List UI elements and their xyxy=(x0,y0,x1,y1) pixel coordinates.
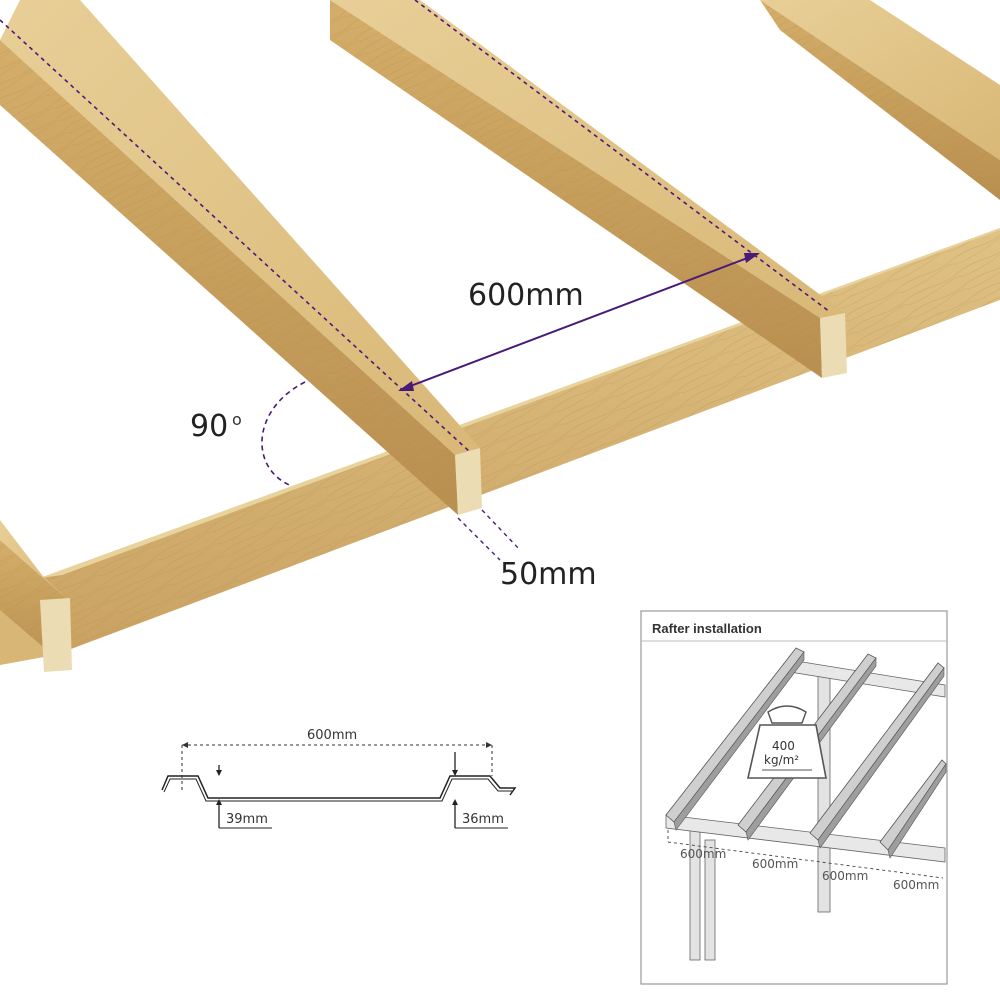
arrowhead-up-icon xyxy=(216,799,222,805)
inset-rafter-side xyxy=(817,667,945,849)
left-depth-label: 39mm xyxy=(226,812,268,827)
rafter-end-grain xyxy=(455,448,482,515)
profile-outline xyxy=(161,775,517,799)
width-label: 50mm xyxy=(500,557,597,592)
angle-arc xyxy=(261,381,306,487)
rafter-3 xyxy=(760,0,1000,200)
rafter-1 xyxy=(0,0,482,515)
weight-icon: 400 kg/m² xyxy=(746,705,827,779)
front-beam xyxy=(665,814,946,863)
spacing-dimension: 600mm xyxy=(398,253,760,391)
inset-spacing-label: 600mm xyxy=(752,857,798,871)
profile-span-label: 600mm xyxy=(307,728,357,743)
rafter-2 xyxy=(330,0,847,378)
spacing-label: 600mm xyxy=(468,278,584,313)
inset-spacing-label: 600mm xyxy=(680,847,726,861)
angle-label: 90 xyxy=(190,409,228,444)
rafter-1-centerline xyxy=(0,19,471,453)
angle-degree-symbol: o xyxy=(232,410,242,429)
load-value: 400 xyxy=(772,739,795,753)
rafter-installation-inset: Rafter installation 400 kg/m² 600mm 600m… xyxy=(640,610,948,985)
rafter-end-grain xyxy=(40,598,72,672)
inset-rafter-side xyxy=(887,763,947,859)
post xyxy=(704,839,716,961)
load-unit: kg/m² xyxy=(764,753,799,767)
rafter-2-centerline xyxy=(414,0,831,313)
width-guide-right xyxy=(481,509,521,551)
arrowhead-right-icon xyxy=(486,742,492,748)
inset-rafter-side xyxy=(673,651,805,831)
arrowhead-down-icon xyxy=(452,770,458,776)
rafter-end-grain xyxy=(820,313,847,378)
timber-frame xyxy=(0,0,1000,672)
inset-spacing-label: 600mm xyxy=(822,869,868,883)
rafter-left-stub xyxy=(0,520,72,672)
post xyxy=(689,819,701,961)
inset-spacing-line xyxy=(667,830,944,879)
inset-title: Rafter installation xyxy=(652,621,762,636)
arrowhead-right-icon xyxy=(744,253,760,263)
sheet-profile-diagram: 600mm 39mm 36mm xyxy=(161,728,517,829)
width-dimension: 50mm xyxy=(457,509,597,592)
angle-dimension: 90 o xyxy=(190,381,306,487)
width-guide-left xyxy=(457,517,501,561)
profile-outline-inner xyxy=(163,778,512,802)
arrowhead-down-icon xyxy=(216,770,222,776)
spacing-arrow-line xyxy=(399,253,759,391)
right-depth-label: 36mm xyxy=(462,812,504,827)
arrowhead-left-icon xyxy=(398,381,414,391)
arrowhead-up-icon xyxy=(452,799,458,805)
arrowhead-left-icon xyxy=(182,742,188,748)
inset-spacing-label: 600mm xyxy=(893,878,939,892)
